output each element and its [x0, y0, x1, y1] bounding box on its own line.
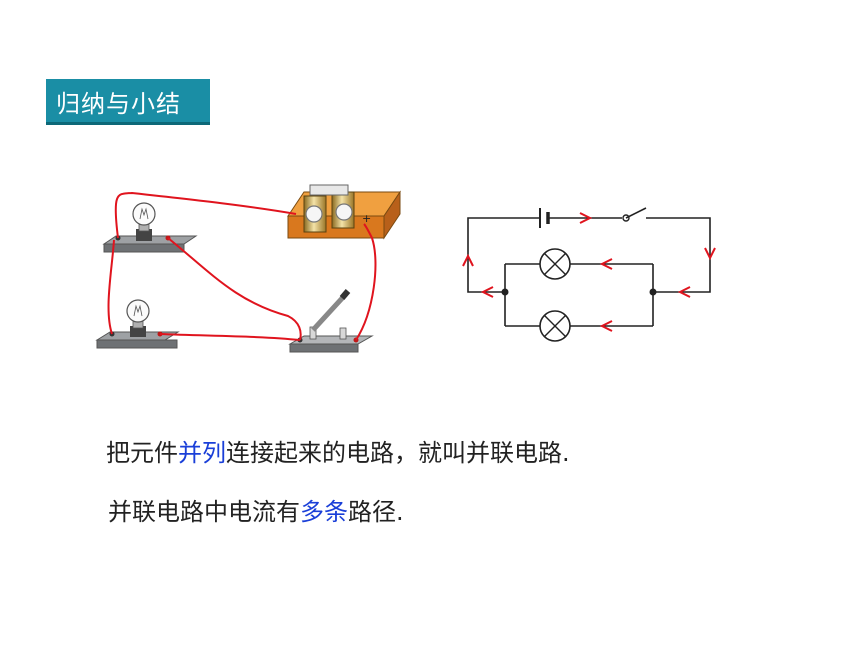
lamp-symbol-bottom	[539, 310, 571, 342]
arrow-left-icon	[480, 286, 494, 298]
bulb-icon	[132, 202, 156, 241]
current-path-sentence: 并联电路中电流有多条路径.	[108, 492, 404, 527]
section-badge-label: 归纳与小结	[56, 90, 181, 118]
current-arrows	[462, 212, 716, 332]
line1-before: 把元件	[106, 439, 178, 467]
line2-highlight: 多条	[300, 498, 348, 526]
arrow-left-icon	[599, 320, 613, 332]
battery-plus-sign: +	[362, 212, 371, 225]
circuit-schematic	[462, 207, 716, 342]
lamp-symbol-top	[539, 248, 571, 280]
battery-symbol	[539, 208, 550, 228]
arrow-left-icon	[599, 258, 613, 270]
wires	[107, 191, 377, 341]
section-badge: 归纳与小结	[46, 79, 210, 125]
junction-dot	[649, 288, 657, 296]
junction-dot	[501, 288, 509, 296]
line2-after: 路径.	[348, 498, 404, 526]
arrow-down-icon	[704, 247, 716, 261]
physical-circuit: +	[95, 184, 401, 353]
arrow-left-icon	[677, 286, 691, 298]
battery-holder: +	[287, 184, 401, 240]
line1-after: 连接起来的电路，就叫并联电路.	[226, 439, 570, 467]
arrow-right-icon	[579, 212, 593, 224]
line1-highlight: 并列	[178, 439, 226, 467]
line2-before: 并联电路中电流有	[108, 498, 300, 526]
arrow-up-icon	[462, 253, 474, 267]
switch-symbol	[622, 207, 647, 222]
bulb-icon	[126, 299, 150, 337]
knife-switch	[288, 289, 374, 353]
definition-sentence: 把元件并列连接起来的电路，就叫并联电路.	[106, 433, 570, 468]
